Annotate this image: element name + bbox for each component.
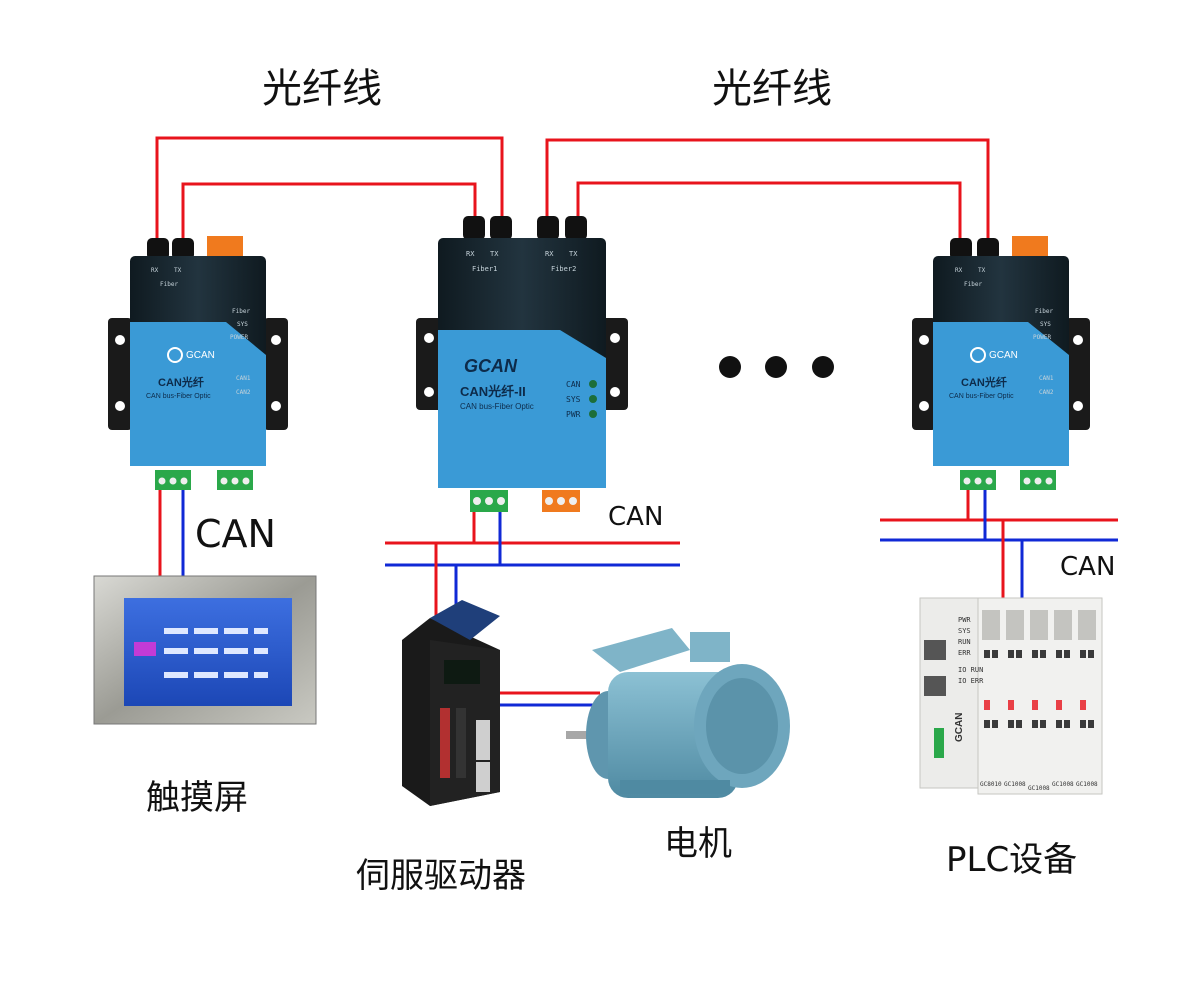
left-led-sys: SYS: [237, 321, 248, 328]
can-bus-wires: [158, 490, 1118, 707]
center-fiber2: Fiber2: [551, 265, 576, 273]
can-label-left: CAN: [195, 512, 276, 556]
motor-label: 电机: [664, 824, 732, 864]
can-label-right: CAN: [1060, 552, 1116, 582]
center-fiber1: Fiber1: [472, 265, 497, 273]
left-brand: GCAN: [186, 350, 215, 361]
plc-led-sys: SYS: [958, 627, 971, 635]
plc-slice-0: GC8010: [980, 781, 1002, 788]
fiber-wires: [155, 136, 990, 245]
center-led-can: CAN: [566, 380, 581, 389]
right-tx-label: TX: [978, 267, 986, 274]
fiber-converter-left: RX TX Fiber Fiber SYS POWER CAN1 CAN2 GC…: [108, 236, 288, 490]
center-brand: GCAN: [464, 356, 518, 376]
right-led-can1: CAN1: [1039, 375, 1054, 382]
left-fiber-label: Fiber: [160, 281, 178, 288]
center-rx1: RX: [466, 250, 475, 258]
right-led-power: POWER: [1033, 334, 1051, 341]
plc-led-err: ERR: [958, 649, 971, 657]
right-rx-label: RX: [955, 267, 963, 274]
right-led-sys: SYS: [1040, 321, 1051, 328]
center-led-pwr: PWR: [566, 410, 581, 419]
right-led-fiber: Fiber: [1035, 308, 1053, 315]
plc-brand: GCAN: [954, 713, 965, 742]
right-product-sub: CAN bus-Fiber Optic: [949, 393, 1014, 400]
right-product: CAN光纤: [961, 375, 1007, 389]
center-product-sub: CAN bus-Fiber Optic: [460, 402, 534, 411]
left-tx-label: TX: [174, 267, 182, 274]
plc-device: PWR SYS RUN ERR IO RUN IO ERR: [919, 597, 1103, 795]
touch-screen-label: 触摸屏: [146, 778, 248, 818]
center-rx2: RX: [545, 250, 554, 258]
left-led-can2: CAN2: [236, 389, 251, 396]
fiber-label-right: 光纤线: [712, 66, 832, 112]
right-fiber-label: Fiber: [964, 281, 982, 288]
servo-driver-label: 伺服驱动器: [356, 856, 526, 896]
plc-io-run: IO RUN: [958, 666, 983, 674]
plc-slice-1: GC1008: [1004, 781, 1026, 788]
plc-slice-2: GC1008: [1028, 785, 1050, 792]
center-led-sys: SYS: [566, 395, 581, 404]
more-devices-ellipsis: [719, 356, 834, 378]
plc-slice-4: GC1008: [1076, 781, 1098, 788]
right-brand: GCAN: [989, 350, 1018, 361]
fiber-label-left: 光纤线: [262, 66, 382, 112]
fiber-wire-right-inner: [576, 181, 962, 245]
motor-device: [566, 628, 790, 798]
can-label-center: CAN: [608, 502, 664, 532]
center-tx1: TX: [490, 250, 499, 258]
fiber-converter-center: RX TX RX TX Fiber1 Fiber2 GCAN CAN光纤-II …: [416, 216, 628, 512]
servo-drive-device: [402, 600, 500, 806]
right-led-can2: CAN2: [1039, 389, 1054, 396]
center-product: CAN光纤-II: [460, 384, 526, 399]
left-rx-label: RX: [151, 267, 159, 274]
plc-io-err: IO ERR: [958, 677, 984, 685]
plc-label: PLC设备: [946, 840, 1078, 880]
touch-screen-device: [93, 575, 317, 725]
center-tx2: TX: [569, 250, 578, 258]
fiber-wire-right-outer: [545, 138, 990, 245]
left-product-sub: CAN bus-Fiber Optic: [146, 393, 211, 400]
plc-led-pwr: PWR: [958, 616, 971, 624]
fiber-wire-left-outer: [155, 136, 504, 245]
fiber-wire-left-inner: [181, 182, 477, 245]
plc-slice-3: GC1008: [1052, 781, 1074, 788]
left-led-fiber: Fiber: [232, 308, 250, 315]
fiber-converter-right: RX TX Fiber Fiber SYS POWER CAN1 CAN2 GC…: [912, 236, 1090, 490]
left-product: CAN光纤: [158, 375, 204, 389]
left-led-power: POWER: [230, 334, 248, 341]
left-led-can1: CAN1: [236, 375, 251, 382]
plc-led-run: RUN: [958, 638, 971, 646]
